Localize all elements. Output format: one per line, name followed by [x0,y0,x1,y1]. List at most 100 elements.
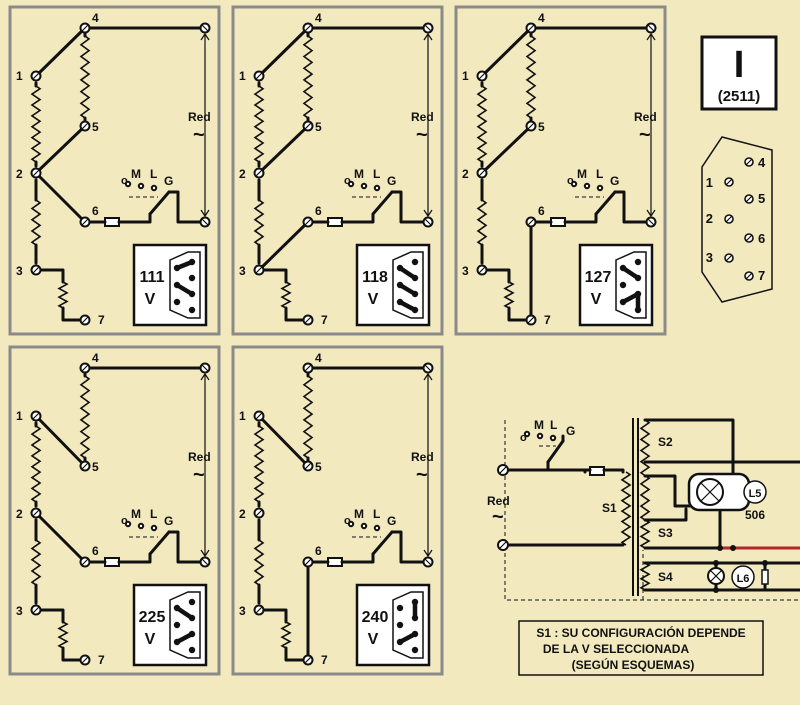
terminal-3 [253,604,265,616]
terminal-label-5: 5 [538,120,545,134]
terminal-label-2: 2 [16,167,23,181]
circuit-switch-m: M [534,418,544,432]
switch-arm [371,190,394,216]
voltage-number: 111 [140,269,165,286]
svg-text:Red: Red [634,110,657,124]
voltage-unit: V [145,291,156,308]
terminal-label-6: 6 [538,204,545,218]
svg-text:~: ~ [416,124,428,146]
svg-text:M: M [131,167,141,181]
terminal-label-5: 5 [92,460,99,474]
terminal-7 [302,314,314,326]
lamp-l5-badge [743,480,767,504]
connector-pinout: 1 2 3 4 5 6 7 [701,136,773,303]
winding-3-7 [57,621,69,649]
switch-arm [148,530,171,556]
terminal-6 [79,216,91,228]
terminal-1 [30,410,42,422]
terminal-5 [79,120,91,132]
winding-1-2 [30,85,42,163]
connector-pin-5 [744,194,754,204]
terminal-4 [302,22,314,34]
red-terminal-top [199,22,211,34]
terminal-6 [302,556,314,568]
circuit-switch-l: L [550,418,557,432]
terminal-label-6: 6 [92,544,99,558]
terminal-label-3: 3 [462,264,469,278]
link-wires [257,414,310,662]
red-terminal-top [199,362,211,374]
pin-label-7: 7 [758,268,765,283]
red-terminal-bottom [199,216,211,228]
svg-text:L: L [373,507,380,521]
winding-2-3 [476,199,488,246]
circuit-switch-arm [546,439,565,464]
circuit-fuse [589,466,605,476]
terminal-2 [30,507,42,519]
badge-code: (2511) [718,88,761,105]
s3-label: S3 [658,526,673,540]
terminal-label-3: 3 [239,264,246,278]
winding-1-2 [476,85,488,163]
terminal-7 [79,314,91,326]
svg-text:G: G [610,174,619,188]
note-frame [518,620,764,676]
svg-text:o: o [121,515,128,527]
svg-text:L: L [150,507,157,521]
s2-wire-lamp [643,474,722,550]
voltage-unit: V [591,291,602,308]
terminal-4 [302,362,314,374]
terminal-4 [79,362,91,374]
terminal-label-5: 5 [315,120,322,134]
terminal-label-7: 7 [321,313,328,327]
link-wires [257,26,310,272]
svg-text:o: o [344,175,351,187]
terminal-label-2: 2 [239,167,246,181]
terminal-label-2: 2 [462,167,469,181]
switch-arm [594,190,617,216]
red-terminal-bottom [422,556,434,568]
voltage-unit: V [368,631,379,648]
terminal-7 [302,654,314,666]
svg-text:L: L [596,167,603,181]
lamp-l5-label: L5 [749,488,762,500]
circuit-wire-top-in [501,460,550,472]
lamp-l6-badge [731,565,755,589]
red-terminal-bottom [199,556,211,568]
terminal-label-4: 4 [92,351,99,365]
terminal-3 [253,264,265,276]
terminal-2 [476,167,488,179]
winding-4-5 [79,375,91,459]
terminal-label-3: 3 [16,604,23,618]
svg-text:G: G [164,174,173,188]
terminal-label-7: 7 [98,653,105,667]
circuit-switch-contact-l [549,434,557,442]
circuit-network-label: Red [487,494,510,508]
winding-3-7 [280,621,292,649]
terminal-label-1: 1 [16,409,23,423]
badge: I (2511) [700,35,778,111]
svg-text:Red: Red [411,110,434,124]
terminal-label-7: 7 [544,313,551,327]
winding-2-3 [30,539,42,586]
winding-4-5 [302,35,314,119]
svg-text:~: ~ [639,124,651,146]
switch-arm [148,190,171,216]
svg-text:L: L [150,167,157,181]
terminal-3 [30,264,42,276]
fuse [550,217,566,227]
terminal-6 [525,216,537,228]
connector-pin-7 [744,271,754,281]
terminal-label-3: 3 [239,604,246,618]
terminal-3 [30,604,42,616]
winding-2-3 [30,199,42,246]
terminal-1 [30,70,42,82]
terminal-label-7: 7 [98,313,105,327]
